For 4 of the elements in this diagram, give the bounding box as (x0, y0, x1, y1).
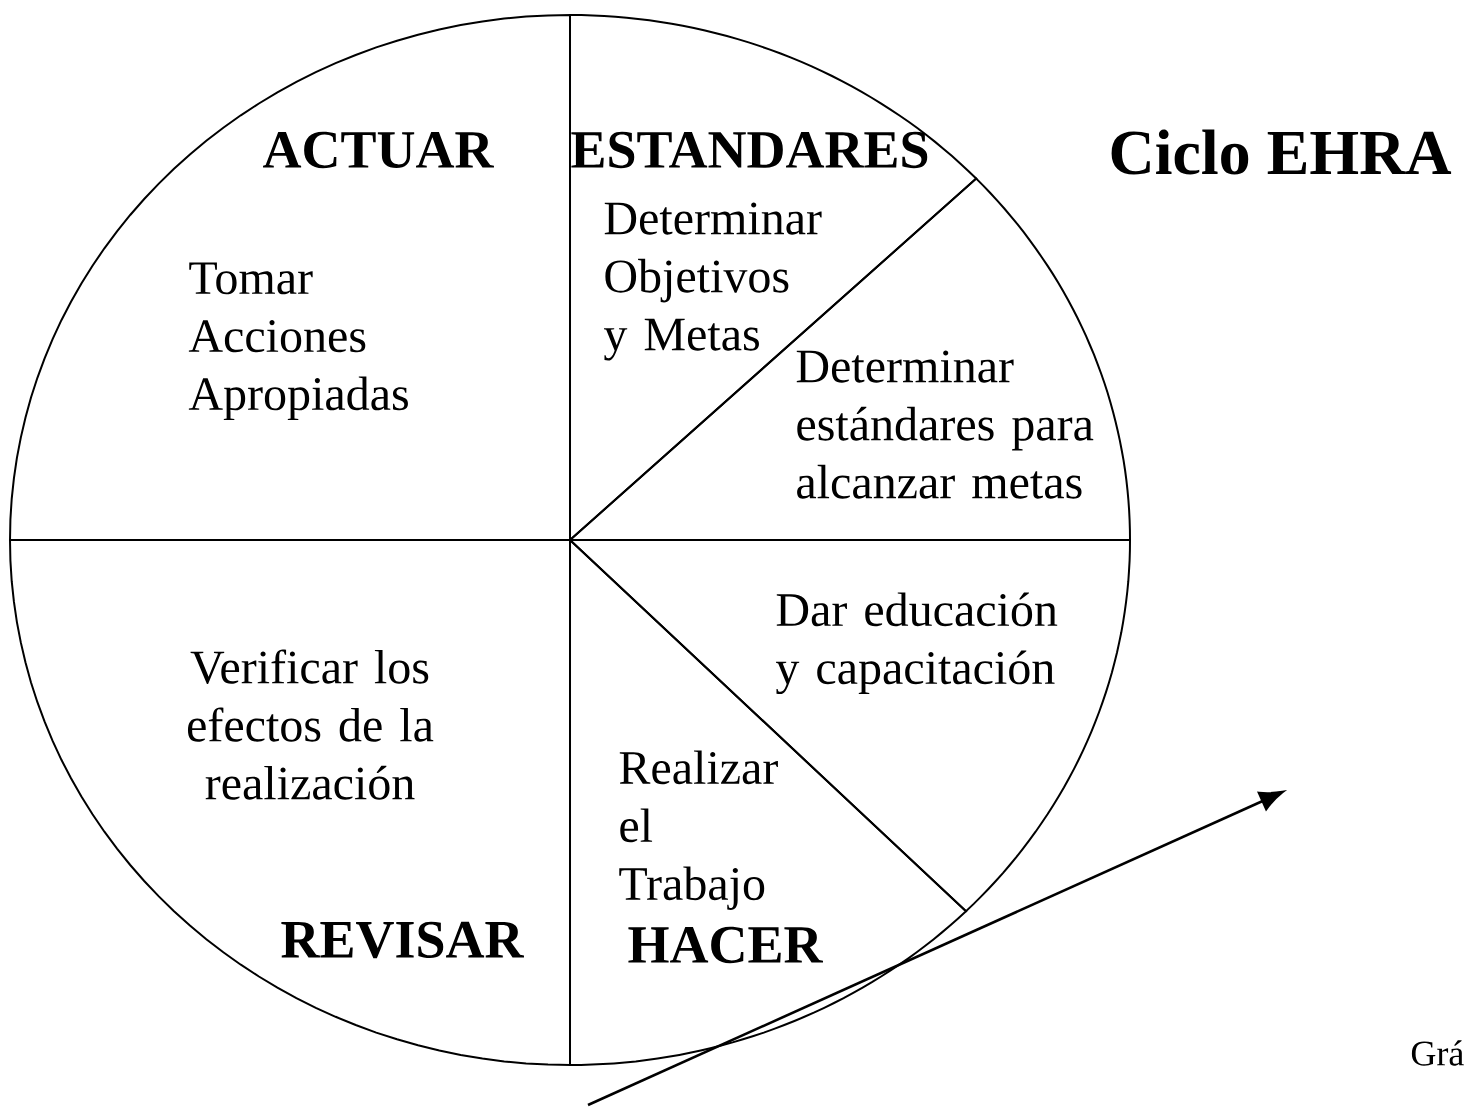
note-text: Grá (1411, 1040, 1464, 1066)
pie-sector: ACTUAR Tomar Acciones Apropiadas (9, 13, 571, 541)
title: Ciclo EHRA (1111, 129, 1452, 175)
pie-sector: Verificar los efectos de la realización REVISAR (9, 539, 571, 1066)
